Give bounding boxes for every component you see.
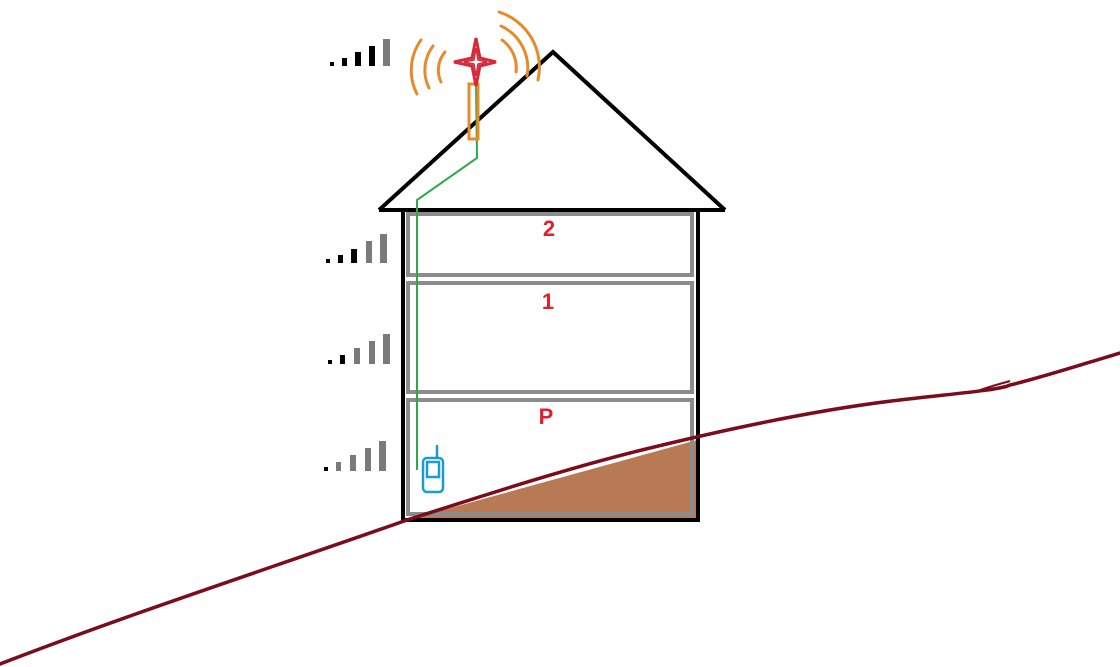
floor-box-2: [406, 212, 694, 277]
house-walls: [401, 210, 700, 522]
antenna-waves: [409, 10, 541, 96]
signal-bars-floor-1: [328, 334, 390, 364]
signal-bars-floor-2: [326, 234, 387, 263]
signal-bars-roof: [330, 39, 390, 66]
floor-label-2: 2: [543, 216, 555, 241]
signal-bars-floor-p: [324, 441, 386, 471]
mobile-phone-icon: [421, 444, 445, 494]
floor-box-p: [406, 398, 694, 516]
antenna-star-icon: [453, 37, 497, 87]
earth-fill: [407, 440, 697, 520]
roof: [377, 49, 727, 212]
floor-label-p: P: [539, 404, 554, 429]
floor-label-1: 1: [542, 289, 554, 314]
floor-box-1: [406, 281, 694, 394]
ground-line: [0, 351, 1120, 666]
ground-line-kink: [974, 380, 1011, 393]
antenna-mast: [467, 82, 480, 141]
